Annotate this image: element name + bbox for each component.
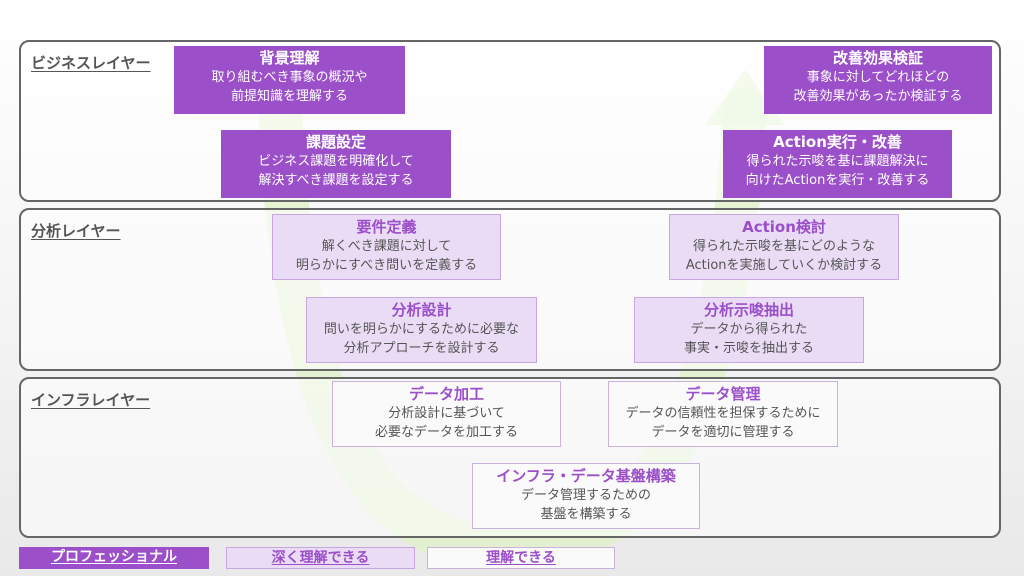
infra-layer-title: インフラレイヤー [31,391,151,409]
box-line: Actionを実施していくか検討する [685,258,883,273]
box-title: インフラ・データ基盤構築 [496,467,676,485]
box-line: 取り組むべき事象の概況や [211,70,368,85]
box-title: 改善効果検証 [832,49,923,67]
box-line: 改善効果があったか検証する [793,89,963,104]
box-title: 分析設計 [391,301,452,319]
box-line: データの信頼性を担保するために [625,406,821,421]
data-management-box: データ管理 データの信頼性を担保するために データを適切に管理する [608,381,838,447]
action-review-box: Action検討 得られた示唆を基にどのような Actionを実施していくか検討… [669,214,899,280]
box-title: 分析示唆抽出 [703,301,794,319]
box-title: Action検討 [742,218,826,236]
improvement-verification-box: 改善効果検証 事象に対してどれほどの 改善効果があったか検証する [764,46,992,114]
action-execution-box: Action実行・改善 得られた示唆を基に課題解決に 向けたActionを実行・… [723,130,952,198]
box-line: 問いを明らかにするために必要な [323,322,520,337]
box-title: データ加工 [408,385,484,403]
box-line: 必要なデータを加工する [374,425,518,440]
box-line: 基盤を構築する [540,507,632,522]
box-title: データ管理 [685,385,761,403]
box-line: ビジネス課題を明確化して [258,154,414,169]
box-line: 事象に対してどれほどの [806,70,950,85]
box-line: データを適切に管理する [651,425,795,440]
box-line: 解決すべき課題を設定する [258,173,414,188]
analysis-layer-title: 分析レイヤー [31,222,121,240]
data-processing-box: データ加工 分析設計に基づいて 必要なデータを加工する [332,381,561,447]
infra-platform-build-box: インフラ・データ基盤構築 データ管理するための 基盤を構築する [472,463,700,529]
background-understanding-box: 背景理解 取り組むべき事象の概況や 前提知識を理解する [174,46,405,114]
box-line: 分析設計に基づいて [388,406,505,421]
box-line: 明らかにすべき問いを定義する [295,258,478,273]
box-line: 得られた示唆を基に課題解決に [746,154,929,169]
box-title: 課題設定 [305,133,366,151]
box-title: Action実行・改善 [773,133,902,151]
box-line: 得られた示唆を基にどのような [692,239,875,254]
legend-understanding: 理解できる [427,547,615,569]
issue-setting-box: 課題設定 ビジネス課題を明確化して 解決すべき課題を設定する [221,130,451,198]
legend-deep-understanding: 深く理解できる [226,547,415,569]
analysis-design-box: 分析設計 問いを明らかにするために必要な 分析アプローチを設計する [306,297,537,363]
box-title: 要件定義 [356,218,417,236]
box-line: 事実・示唆を抽出する [683,341,814,356]
legend-professional: プロフェッショナル [19,547,209,569]
box-line: 前提知識を理解する [230,89,348,104]
business-layer-title: ビジネスレイヤー [31,54,151,72]
box-line: 向けたActionを実行・改善する [745,173,930,188]
box-line: データ管理するための [520,488,651,503]
box-line: データから得られた [690,322,808,337]
box-line: 解くべき課題に対して [321,239,452,254]
box-title: 背景理解 [259,49,320,67]
box-line: 分析アプローチを設計する [343,341,500,356]
requirements-definition-box: 要件定義 解くべき課題に対して 明らかにすべき問いを定義する [272,214,501,280]
insight-extraction-box: 分析示唆抽出 データから得られた 事実・示唆を抽出する [634,297,864,363]
